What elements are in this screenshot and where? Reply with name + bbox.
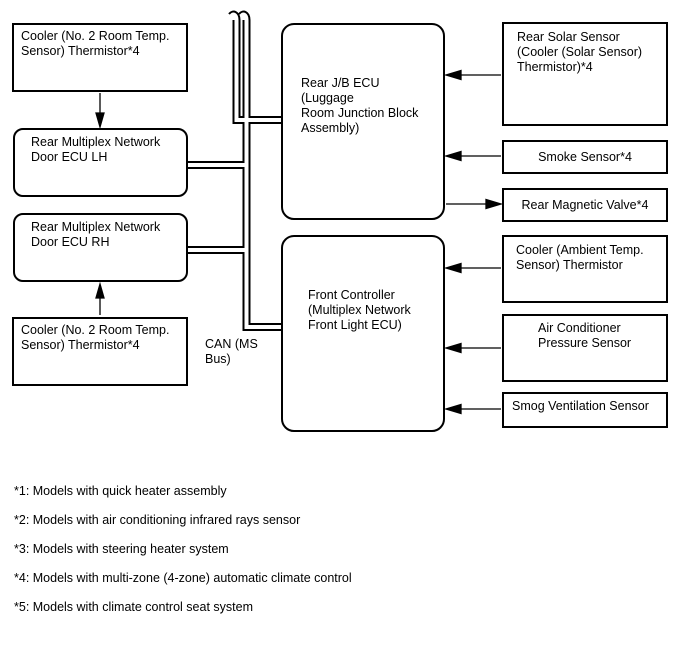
node-ac-pressure-sensor: Air Conditioner Pressure Sensor: [502, 314, 668, 382]
footnote-5: *5: Models with climate control seat sys…: [14, 600, 253, 614]
footnote-1: *1: Models with quick heater assembly: [14, 484, 227, 498]
arrow-cooler-to-ecu-rh: [95, 281, 105, 315]
bus-curl-left-icon: [228, 10, 241, 21]
arrow-smoke-to-jb: [443, 150, 501, 162]
arrow-ambient-to-front: [443, 262, 501, 274]
footnote-2: *2: Models with air conditioning infrare…: [14, 513, 301, 527]
node-rear-jb-ecu: Rear J/B ECU (Luggage Room Junction Bloc…: [281, 23, 445, 220]
node-smog-ventilation-sensor: Smog Ventilation Sensor: [502, 392, 668, 428]
can-bus-tube-main-channel: [244, 18, 281, 329]
can-bus-tube-to-rear-jb-channel: [234, 18, 281, 122]
node-smoke-sensor: Smoke Sensor*4: [502, 140, 668, 174]
bus-curl-right-icon: [238, 10, 251, 21]
node-rear-magnetic-valve: Rear Magnetic Valve*4: [502, 188, 668, 222]
can-bus-tubes-outline: [187, 20, 281, 331]
arrow-jb-to-valve: [446, 198, 504, 210]
footnote-3: *3: Models with steering heater system: [14, 542, 229, 556]
can-bus-tubes-channel: [187, 18, 281, 329]
node-front-controller: Front Controller (Multiplex Network Fron…: [281, 235, 445, 432]
can-bus-tube-to-rear-jb: [232, 20, 281, 124]
node-cooler-room-temp-top: Cooler (No. 2 Room Temp. Sensor) Thermis…: [12, 23, 188, 92]
can-bus-label: CAN (MS Bus): [205, 337, 258, 366]
arrow-solar-to-jb: [443, 69, 501, 81]
node-rear-multiplex-door-ecu-rh: Rear Multiplex Network Door ECU RH: [13, 213, 188, 282]
node-rear-multiplex-door-ecu-lh: Rear Multiplex Network Door ECU LH: [13, 128, 188, 197]
arrow-smog-to-front: [443, 403, 501, 415]
can-bus-tube-main: [242, 20, 281, 331]
footnote-4: *4: Models with multi-zone (4-zone) auto…: [14, 571, 352, 585]
bus-top-curl-icons: [228, 10, 251, 21]
arrow-cooler-to-ecu-lh: [95, 93, 105, 130]
node-cooler-room-temp-bottom: Cooler (No. 2 Room Temp. Sensor) Thermis…: [12, 317, 188, 386]
node-cooler-ambient-thermistor: Cooler (Ambient Temp. Sensor) Thermistor: [502, 235, 668, 303]
node-rear-solar-sensor: Rear Solar Sensor (Cooler (Solar Sensor)…: [502, 22, 668, 126]
arrow-pressure-to-front: [443, 342, 501, 354]
